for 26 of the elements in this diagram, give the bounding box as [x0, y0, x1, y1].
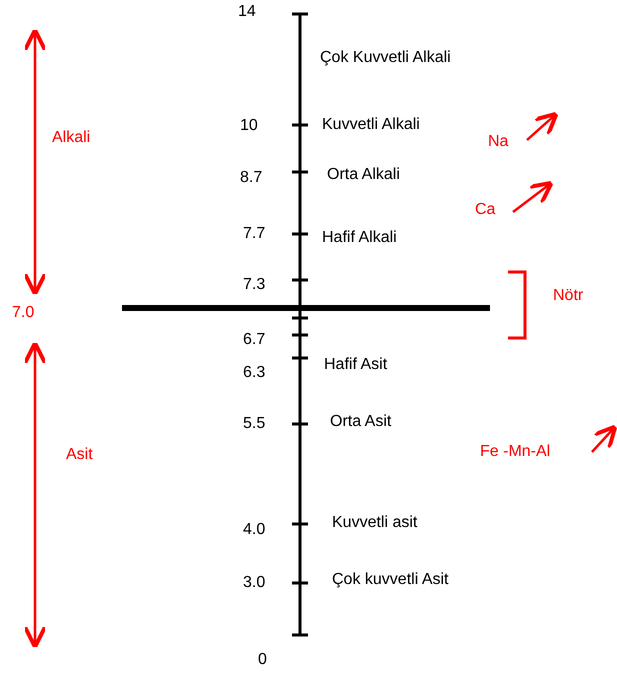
tick-value: 5.5	[243, 415, 266, 433]
element-label: Na	[488, 133, 508, 151]
tick-value: 8.7	[240, 169, 262, 187]
class-label: Çok kuvvetli Asit	[332, 571, 448, 589]
tick-value: 4.0	[243, 521, 266, 539]
element-label: Ca	[475, 201, 496, 219]
class-label: Kuvvetli asit	[332, 514, 418, 532]
class-label: Hafif Asit	[324, 356, 388, 374]
tick-value: 10	[240, 117, 258, 135]
tick-value: 3.0	[243, 574, 266, 592]
range-label: Alkali	[52, 129, 90, 147]
tick-value: 14	[238, 3, 256, 21]
class-label: Çok Kuvvetli Alkali	[320, 49, 451, 67]
element-label: Fe -Mn-Al	[480, 443, 550, 461]
range-label: Nötr	[553, 287, 584, 305]
class-label: Orta Alkali	[327, 166, 400, 184]
range-label: Asit	[66, 446, 93, 464]
tick-value: 7.7	[243, 225, 266, 243]
class-label: Kuvvetli Alkali	[322, 116, 420, 134]
tick-value: 7.0	[12, 304, 34, 322]
tick-value: 6.3	[243, 364, 266, 382]
class-label: Hafif Alkali	[322, 229, 397, 247]
tick-value: 7.3	[243, 276, 266, 294]
tick-value: 6.7	[243, 331, 266, 349]
class-label: Orta Asit	[330, 413, 392, 431]
tick-value: 0	[258, 651, 267, 669]
